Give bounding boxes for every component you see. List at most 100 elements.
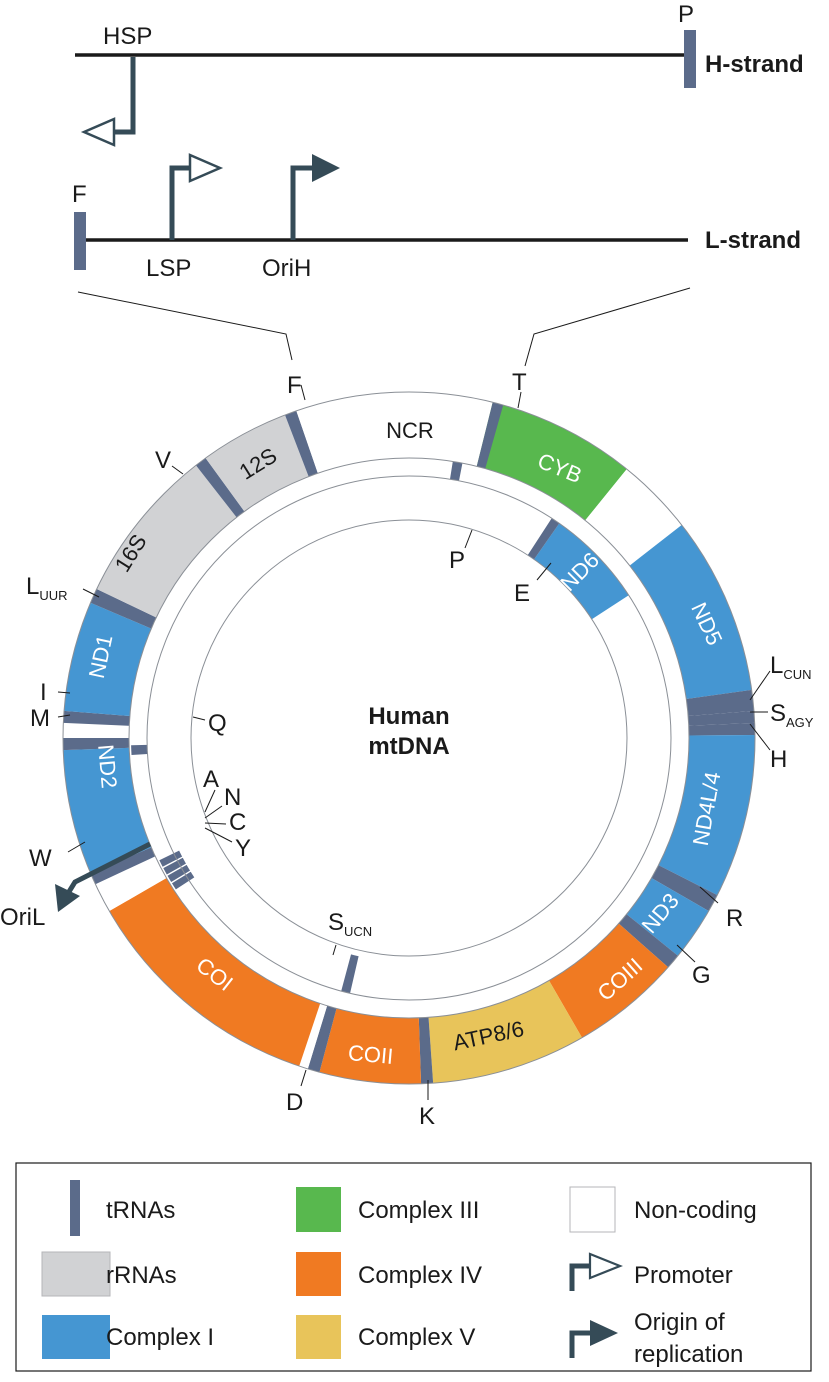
- trna-q-label: Q: [208, 710, 227, 737]
- hsp-promoter-arrow-icon: [112, 57, 136, 135]
- ncr-segment-west: [296, 403, 337, 474]
- oril-label: OriL: [0, 904, 45, 931]
- mtdna-ring: [62, 391, 756, 1085]
- trna-leader-lines: [57, 384, 771, 1100]
- trna-d-segment: [307, 1005, 337, 1073]
- trna-a-label: A: [203, 766, 219, 793]
- p-label: P: [678, 1, 694, 28]
- trna-w-label: W: [29, 845, 52, 872]
- nd5-segment: [629, 524, 752, 700]
- nd6-inner-segment: [534, 523, 629, 620]
- orih-arrow-icon: [290, 165, 316, 240]
- ncr-label: NCR: [386, 418, 434, 443]
- 12s-segment: [205, 414, 309, 512]
- trna-t-label: T: [512, 369, 527, 396]
- trna-h-segment: [688, 722, 755, 736]
- trna-v-segment: [195, 458, 245, 518]
- legend-rrnas-label: rRNAs: [106, 1262, 177, 1289]
- 16s-segment: [96, 465, 237, 618]
- trna-s-agy-label: SAGY: [770, 700, 814, 730]
- p-trna-bar: [684, 30, 696, 88]
- trna-g-label: G: [692, 962, 711, 989]
- legend-complex1-label: Complex I: [106, 1324, 214, 1351]
- trna-l-cun-label: LCUN: [770, 652, 812, 682]
- trna-i-segment: [63, 710, 130, 726]
- legend-origin-label-line2: replication: [634, 1341, 743, 1368]
- legend-promoter-head-icon: [588, 1252, 623, 1280]
- trna-n-label: N: [224, 784, 241, 811]
- trna-g-segment: [618, 914, 678, 968]
- legend-promoter-arrow-icon: [569, 1263, 592, 1291]
- zoom-line-left: [77, 291, 293, 361]
- legend-rrna-swatch: [41, 1251, 111, 1297]
- legend: tRNAs rRNAs Complex I Complex III Comple…: [15, 1162, 812, 1372]
- coiii-segment: [549, 923, 669, 1038]
- trna-l-uur-label: LUUR: [26, 573, 68, 603]
- trna-l-uur-segment: [90, 589, 157, 629]
- trna-t-segment: [476, 402, 504, 469]
- trna-p-inner-segment: [449, 461, 463, 481]
- inner-ring-outline: [146, 475, 672, 1001]
- trna-c-inner-segment: [163, 857, 186, 875]
- nd3-segment: [626, 878, 709, 956]
- zoom-line-right: [524, 287, 691, 367]
- oril-arrow: [55, 841, 152, 912]
- trna-l-cun-segment: [686, 689, 754, 717]
- trna-h-label: H: [770, 746, 787, 773]
- oril-gap-segment: [95, 856, 167, 911]
- legend-trna-swatch: [70, 1180, 80, 1236]
- trna-labels: F T V LUUR I M Q A N C Y W OriL SUCN D K…: [0, 369, 814, 1130]
- trna-k-segment: [418, 1017, 434, 1084]
- trna-r-label: R: [726, 905, 743, 932]
- trna-m-segment: [63, 738, 130, 751]
- center-title-line2: mtDNA: [368, 733, 449, 760]
- trna-m-label: M: [30, 705, 50, 732]
- legend-complex5-swatch: [296, 1315, 341, 1359]
- trna-e-inner-segment: [527, 518, 560, 560]
- outer-ring-outer-edge: [62, 391, 756, 1085]
- f-strand-label: F: [72, 181, 87, 208]
- legend-noncoding-label: Non-coding: [634, 1197, 757, 1224]
- trna-w-segment: [90, 847, 156, 885]
- trna-i-label: I: [40, 679, 47, 706]
- nd1-segment: [64, 602, 152, 717]
- legend-origin-label-line1: Origin of: [634, 1309, 725, 1336]
- lsp-label: LSP: [146, 255, 191, 282]
- legend-origin-arrow-icon: [569, 1330, 592, 1358]
- legend-promoter-label: Promoter: [634, 1262, 733, 1289]
- legend-complex3-swatch: [296, 1187, 341, 1232]
- legend-complex4-swatch: [296, 1252, 341, 1296]
- trna-k-label: K: [419, 1103, 435, 1130]
- coii-segment: [319, 1008, 422, 1084]
- trna-s-ucn-inner-segment: [341, 954, 359, 994]
- trna-p-inner-label: P: [449, 547, 465, 574]
- gap-segment-im: [63, 722, 130, 738]
- trna-f-segment: [285, 410, 318, 477]
- legend-complex5-label: Complex V: [358, 1324, 475, 1351]
- orih-head-icon: [312, 154, 340, 182]
- coii-label: COII: [347, 1040, 394, 1069]
- nd2-segment: [63, 747, 152, 874]
- legend-trnas-label: tRNAs: [106, 1197, 175, 1224]
- trna-d-label: D: [286, 1089, 303, 1116]
- f-trna-bar: [74, 212, 86, 270]
- trna-y-label: Y: [235, 835, 251, 862]
- inner-core-outline: [190, 519, 628, 957]
- strand-schematic: P H-strand HSP F L-strand LSP OriH: [72, 1, 804, 367]
- lsp-promoter-arrow-icon: [169, 165, 192, 240]
- orih-label: OriH: [262, 255, 311, 282]
- ncr-segment: [296, 392, 493, 474]
- center-title-line1: Human: [368, 703, 449, 730]
- nd4l4-segment: [658, 734, 755, 896]
- trna-r-segment: [651, 865, 718, 911]
- trna-c-label: C: [229, 809, 246, 836]
- legend-box: [15, 1162, 812, 1372]
- lsp-promoter-head-icon: [188, 153, 224, 183]
- coi-segment: [109, 878, 321, 1067]
- h-strand-label: H-strand: [705, 51, 804, 78]
- trna-s-agy-segment: [688, 710, 755, 726]
- outer-ring-inner-edge: [128, 457, 690, 1019]
- trna-e-inner-label: E: [514, 580, 530, 607]
- legend-complex4-label: Complex IV: [358, 1262, 482, 1289]
